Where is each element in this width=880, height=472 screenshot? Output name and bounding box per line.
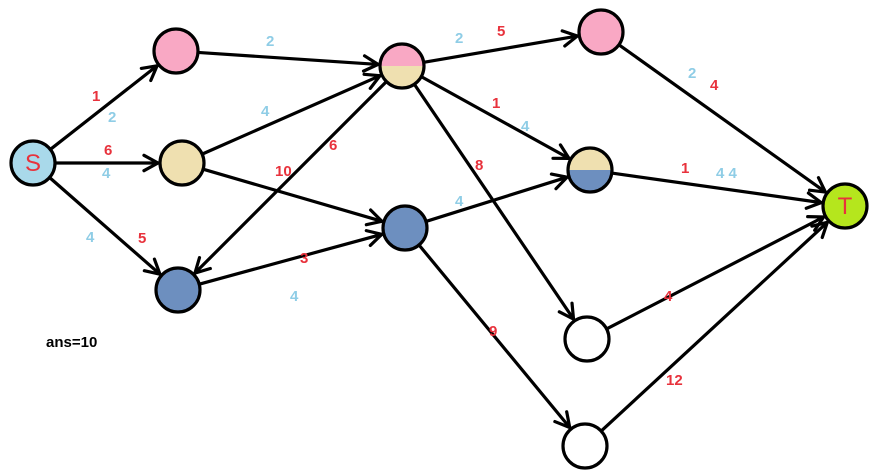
edge-H-T <box>604 215 826 331</box>
edge-blue-label: 4 <box>86 229 95 246</box>
edge-blue-label: 2 <box>455 30 463 47</box>
edge-red-label: 4 <box>664 288 673 305</box>
edge-blue-label: 4 <box>290 288 299 305</box>
node-C <box>154 266 202 314</box>
edge-blue-label: 2 <box>688 65 696 82</box>
node-T: T <box>821 182 869 230</box>
edge-E-G <box>424 172 569 224</box>
nodes-layer: ST <box>9 8 869 470</box>
edge-red-label: 1 <box>681 160 689 177</box>
edge-I-T <box>599 220 829 433</box>
edge-S-B <box>53 153 160 173</box>
node-H <box>563 315 611 363</box>
node-G <box>566 146 614 194</box>
edge-blue-label: 4 <box>102 165 111 182</box>
node-label: T <box>838 193 853 220</box>
edge-D-F <box>422 29 579 64</box>
edge-red-label: 6 <box>104 142 112 159</box>
edge-red-label: 5 <box>497 23 505 40</box>
node-A <box>152 27 200 75</box>
edge-red-label: 3 <box>300 250 308 267</box>
node-label: S <box>25 150 41 177</box>
edge-red-label: 4 <box>710 77 719 94</box>
edge-red-label: 5 <box>138 230 146 247</box>
edge-blue-label: 2 <box>108 109 116 126</box>
edge-F-T <box>617 43 828 194</box>
edge-A-D <box>196 50 380 73</box>
edge-E-I <box>417 243 572 430</box>
edge-D-C <box>193 79 389 275</box>
edge-S-A <box>48 64 159 152</box>
edge-red-label: 1 <box>92 88 100 105</box>
edge-S-C <box>47 175 162 276</box>
edge-red-label: 12 <box>666 372 683 389</box>
edge-red-label: 10 <box>275 163 292 180</box>
edge-C-E <box>197 229 384 286</box>
edge-blue-label: 4 <box>455 193 464 210</box>
edge-red-label: 1 <box>492 95 500 112</box>
node-E <box>381 204 429 252</box>
edge-red-label: 8 <box>475 157 483 174</box>
edge-blue-label: 2 <box>266 33 274 50</box>
edge-B-E <box>201 167 384 227</box>
node-D <box>378 42 426 90</box>
edge-G-T <box>610 171 823 210</box>
edge-blue-label: 4 <box>261 103 270 120</box>
edge-D-G <box>419 75 571 160</box>
node-B <box>158 139 206 187</box>
edge-blue-label: 4 <box>521 118 530 135</box>
node-I <box>561 422 609 470</box>
edge-B-D <box>200 72 382 156</box>
edge-red-label: 6 <box>329 137 337 154</box>
edges-layer <box>47 29 829 433</box>
node-F <box>577 8 625 56</box>
answer-text: ans=10 <box>46 334 97 351</box>
edge-blue-label: 4 4 <box>716 165 738 182</box>
edge-red-label: 9 <box>489 323 497 340</box>
node-S: S <box>9 139 57 187</box>
